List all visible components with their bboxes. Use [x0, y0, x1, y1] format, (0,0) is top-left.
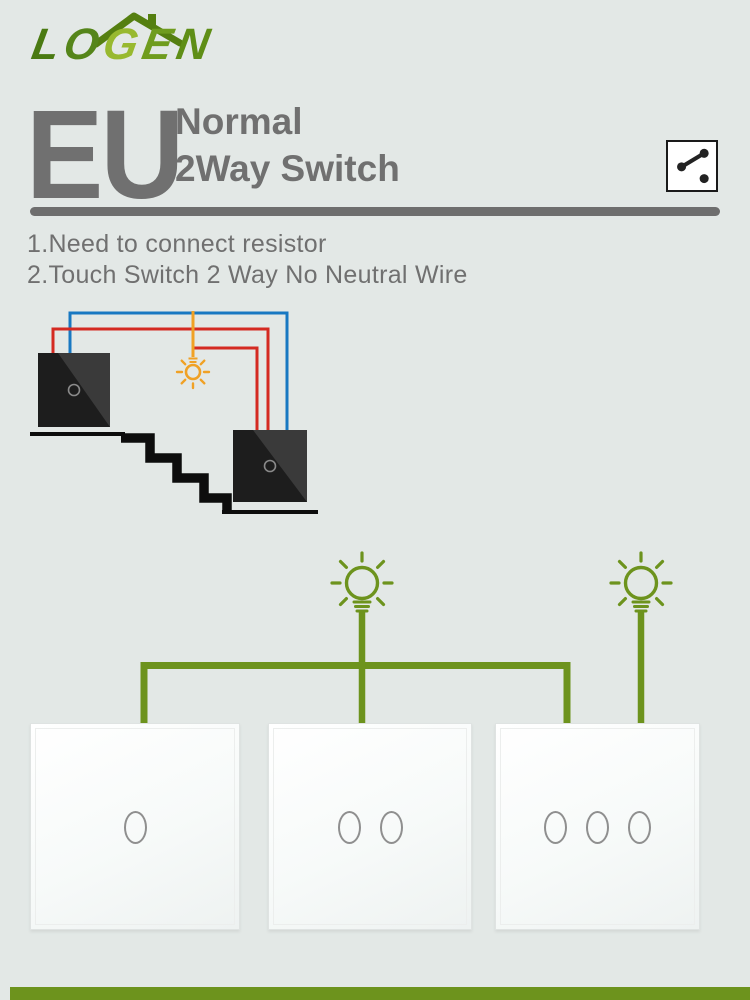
black-touch-switch-top — [38, 353, 110, 427]
red-wire-2 — [194, 346, 259, 433]
touch-button-ring — [123, 811, 147, 844]
touch-button-ring — [544, 811, 567, 844]
touch-button-ring — [379, 811, 403, 844]
touch-button-ring — [586, 811, 609, 844]
pendant-lamp-icon — [175, 311, 211, 390]
green-bus-wire — [140, 662, 571, 730]
note-line-1: 1.Need to connect resistor — [27, 230, 327, 258]
subtitle-line2: 2Way Switch — [175, 148, 400, 189]
touch-switch-1gang — [30, 723, 240, 930]
touch-switch-2gang — [268, 723, 472, 930]
gang-buttons — [496, 811, 699, 844]
region-label: EU — [26, 84, 184, 225]
brand-logo-text: LOGEN — [28, 20, 218, 70]
bulb-icon-right — [609, 551, 673, 613]
brand-logo: LOGEN — [28, 12, 258, 74]
gang-buttons — [269, 811, 471, 844]
note-line-2: 2.Touch Switch 2 Way No Neutral Wire — [27, 261, 468, 289]
gang-buttons — [31, 811, 239, 844]
touch-switch-3gang — [495, 723, 700, 930]
subtitle-line1: Normal — [175, 101, 303, 142]
red-wire-1 — [51, 327, 270, 433]
feature-notes: 1.Need to connect resistor 2.Touch Switc… — [27, 229, 468, 291]
stairs-icon — [30, 432, 318, 514]
touch-button-ring — [628, 811, 651, 844]
divider-bar — [30, 207, 720, 216]
bulb-icon-left — [330, 551, 394, 613]
logo-letter: N — [172, 20, 219, 69]
touch-button-ring — [337, 811, 361, 844]
blue-wire — [68, 311, 289, 433]
bottom-accent-bar — [10, 987, 750, 1000]
two-way-switch-symbol-icon — [666, 140, 718, 192]
product-subtitle: Normal 2Way Switch — [175, 98, 400, 192]
lamp-wiring-diagram — [140, 551, 673, 730]
house-roof-icon — [92, 12, 184, 48]
black-touch-switch-bottom — [233, 430, 307, 502]
staircase-wiring-diagram — [30, 311, 318, 514]
